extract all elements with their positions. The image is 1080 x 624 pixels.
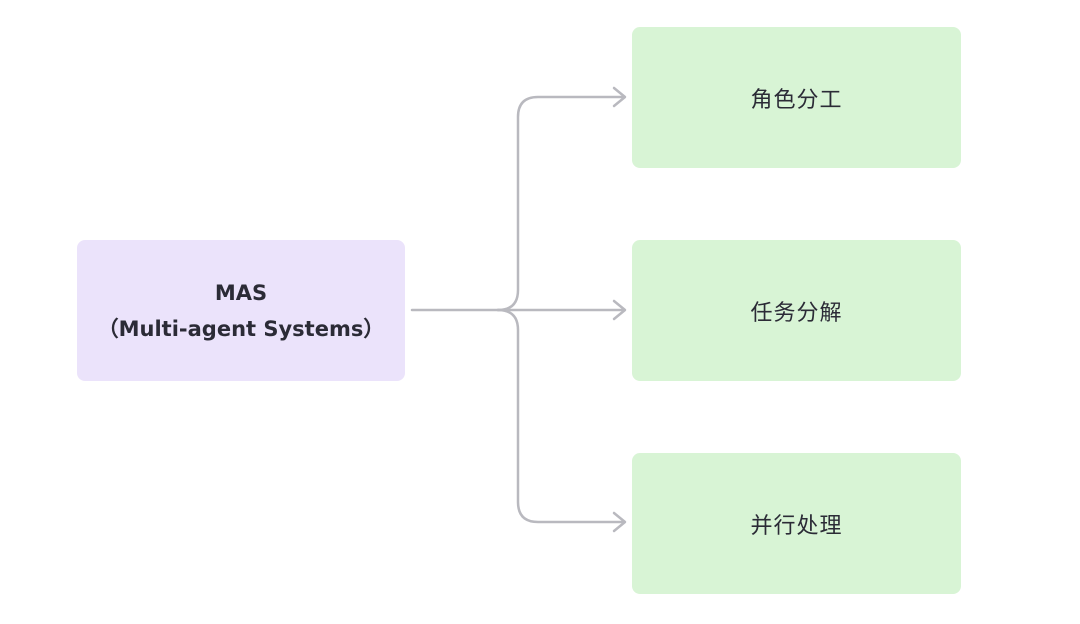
child-node-label: 并行处理 [750,513,843,539]
child-node-label: 任务分解 [750,300,843,326]
arrowhead-middle [612,299,627,321]
root-node-mas[interactable]: MAS （Multi-agent Systems） [77,240,405,381]
arrowhead-top [612,86,627,108]
root-node-subtitle: （Multi-agent Systems） [97,316,385,341]
child-node-label: 角色分工 [750,87,843,113]
child-node-parallel-processing[interactable]: 并行处理 [632,453,961,594]
root-node-title: MAS [214,280,268,305]
child-node-role-division[interactable]: 角色分工 [632,27,961,168]
connector-branch-top [496,95,626,312]
child-node-task-decomposition[interactable]: 任务分解 [632,240,961,381]
arrowhead-bottom [612,511,627,533]
connector-branch-bottom [496,308,626,524]
